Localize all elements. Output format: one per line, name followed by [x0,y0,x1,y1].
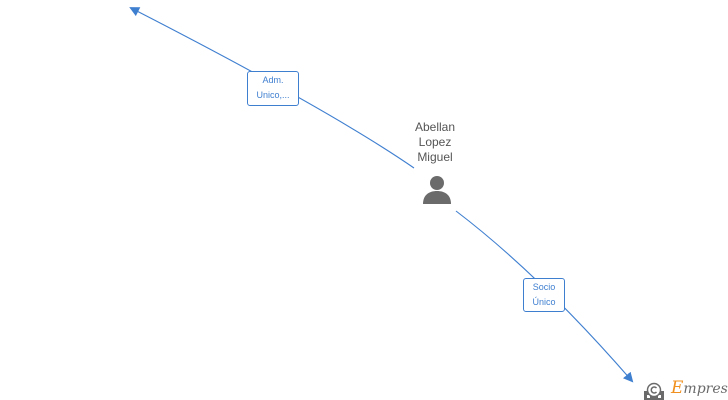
relation-label-line: Unico,... [256,90,290,100]
relation-label-adm-unico[interactable]: Adm. Unico,... [247,71,299,106]
relation-label-line: Socio [532,282,556,292]
brand-wordmark: Empresia [671,378,728,398]
relation-label-line: Único [532,297,556,307]
brand-initial: E [671,378,684,398]
relation-label-line: Adm. [262,75,284,85]
person-name-line: Abellan [414,120,456,134]
edge-adm-unico[interactable] [129,7,415,169]
empresia-watermark: Empresia [641,378,728,400]
person-name-line: Miguel [417,150,453,164]
person-name-line: Lopez [418,135,452,149]
brand-rest: mpresia [683,381,728,397]
person-name[interactable]: Abellan Lopez Miguel [395,120,475,165]
relation-label-socio-unico[interactable]: Socio Único [523,278,565,312]
building-copyright-icon [644,382,664,400]
person-icon[interactable] [421,174,453,206]
